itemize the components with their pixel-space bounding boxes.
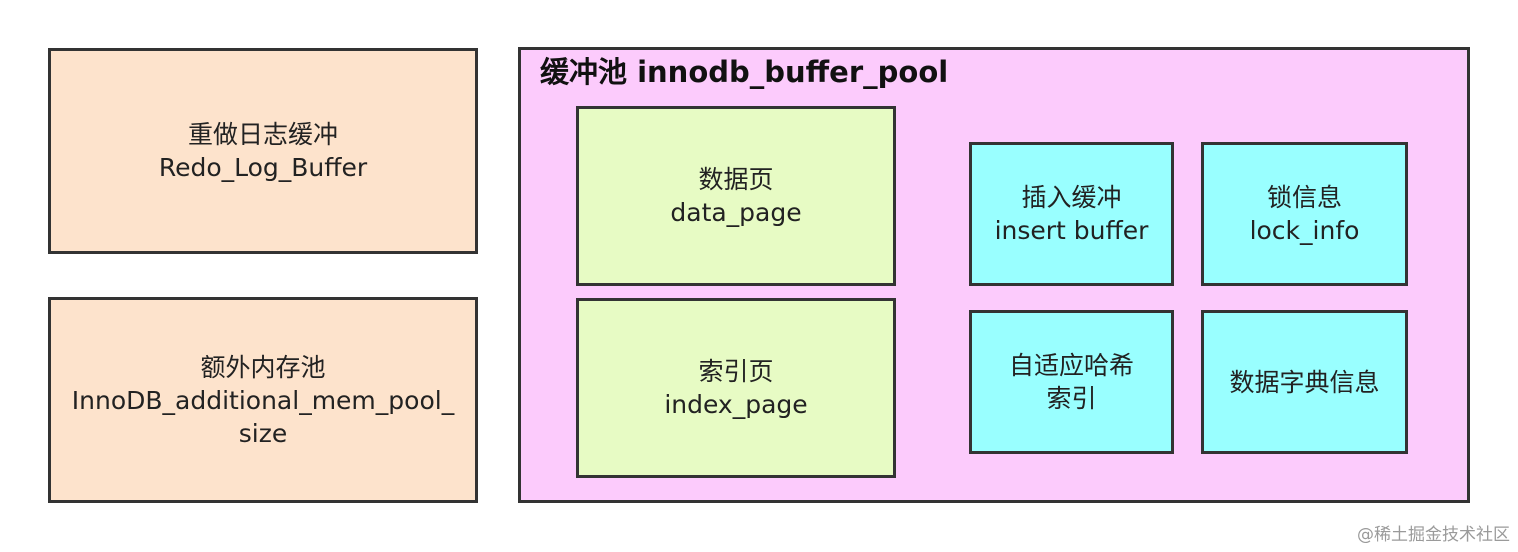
additional-mem-pool-en-label: InnoDB_additional_mem_pool_	[71, 385, 455, 415]
additional-mem-pool-en-label-cont: size	[238, 418, 288, 448]
buffer-pool-title: 缓冲池 innodb_buffer_pool	[540, 55, 949, 89]
index-page-box: 索引页 index_page	[576, 298, 896, 478]
insert-buffer-cn-label: 插入缓冲	[1021, 183, 1122, 212]
redo-log-buffer-en-label: Redo_Log_Buffer	[158, 153, 368, 182]
data-dictionary-box: 数据字典信息	[1201, 310, 1408, 454]
insert-buffer-box: 插入缓冲 insert buffer	[969, 142, 1174, 286]
watermark: @稀土掘金技术社区	[1357, 525, 1510, 545]
additional-mem-pool-box: 额外内存池 InnoDB_additional_mem_pool_ size	[48, 297, 478, 503]
data-dictionary-label: 数据字典信息	[1229, 367, 1380, 397]
data-page-box: 数据页 data_page	[576, 106, 896, 286]
index-page-en-label: index_page	[664, 390, 808, 419]
adaptive-hash-index-label-1: 自适应哈希	[1008, 351, 1134, 380]
redo-log-buffer-cn-label: 重做日志缓冲	[187, 120, 338, 149]
adaptive-hash-index-box: 自适应哈希 索引	[969, 310, 1174, 454]
redo-log-buffer-box: 重做日志缓冲 Redo_Log_Buffer	[48, 48, 478, 254]
lock-info-en-label: lock_info	[1249, 216, 1360, 245]
data-page-en-label: data_page	[670, 198, 802, 227]
adaptive-hash-index-label-2: 索引	[1046, 384, 1097, 413]
index-page-cn-label: 索引页	[698, 357, 774, 386]
data-page-cn-label: 数据页	[698, 165, 774, 194]
lock-info-box: 锁信息 lock_info	[1201, 142, 1408, 286]
lock-info-cn-label: 锁信息	[1266, 183, 1342, 212]
insert-buffer-en-label: insert buffer	[994, 216, 1149, 245]
additional-mem-pool-cn-label: 额外内存池	[200, 352, 326, 382]
